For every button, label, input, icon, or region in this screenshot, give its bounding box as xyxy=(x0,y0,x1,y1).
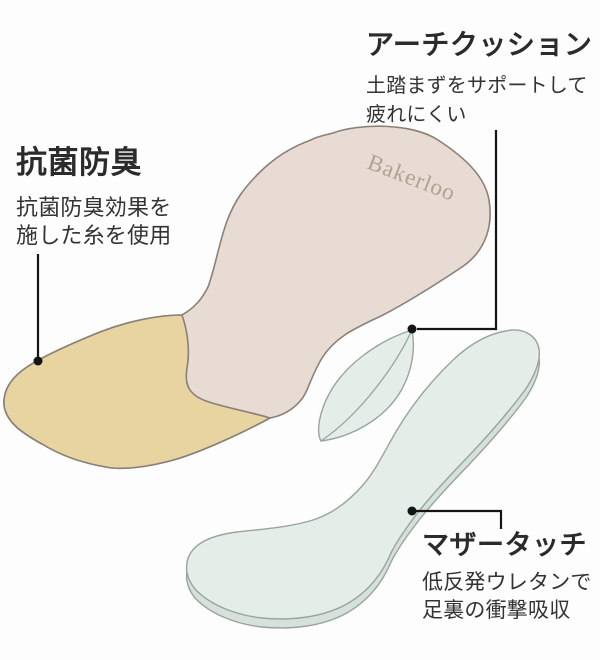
leader-arch-cushion xyxy=(417,130,498,331)
arch-cushion-crease xyxy=(320,329,413,442)
arch-cushion-shape xyxy=(317,329,415,442)
bottom-insole-shape xyxy=(185,329,541,620)
callout-arch-cushion-desc-line1: 土踏まずをサポートして xyxy=(366,75,588,97)
leader-mother-touch xyxy=(416,509,503,529)
toe-antibacterial-region xyxy=(3,314,271,470)
leader-dot-antibacterial xyxy=(33,356,43,366)
callout-mother-touch-desc-line1: 低反発ウレタンで xyxy=(422,570,592,594)
callout-antibacterial: 抗菌防臭 抗菌防臭効果を 施した糸を使用 xyxy=(16,144,171,250)
callout-arch-cushion: アーチクッション 土踏まずをサポートして 疲れにくい xyxy=(366,28,592,130)
callout-mother-touch: マザータッチ 低反発ウレタンで 足裏の衝撃吸収 xyxy=(422,529,592,625)
callout-antibacterial-desc-line2: 施した糸を使用 xyxy=(16,222,172,248)
callout-mother-touch-desc-line2: 足裏の衝撃吸収 xyxy=(422,598,571,622)
callout-antibacterial-desc: 抗菌防臭効果を 施した糸を使用 xyxy=(16,194,171,250)
leader-dot-mother-touch xyxy=(407,506,417,516)
callout-antibacterial-title: 抗菌防臭 xyxy=(16,145,142,180)
callout-antibacterial-desc-line1: 抗菌防臭効果を xyxy=(16,194,172,220)
callout-arch-cushion-title: アーチクッション xyxy=(366,30,593,61)
leader-dot-arch-cushion xyxy=(407,324,417,334)
callout-mother-touch-title: マザータッチ xyxy=(422,530,587,560)
callout-arch-cushion-desc-line2: 疲れにくい xyxy=(366,104,467,126)
callout-mother-touch-desc: 低反発ウレタンで 足裏の衝撃吸収 xyxy=(422,569,592,625)
callout-arch-cushion-desc: 土踏まずをサポートして 疲れにくい xyxy=(366,72,592,130)
